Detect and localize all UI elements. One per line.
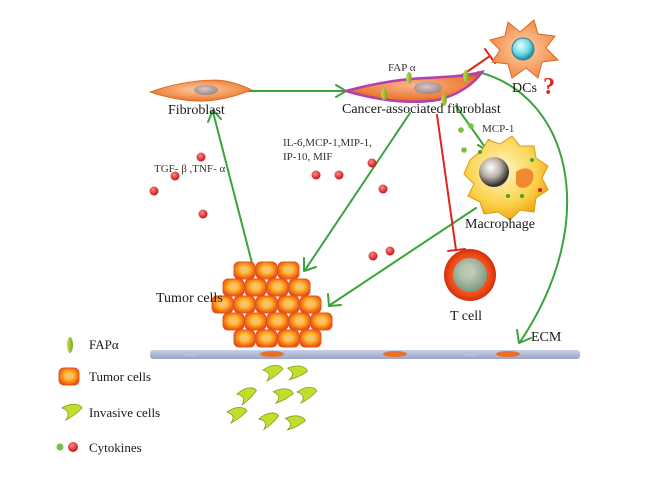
tumor-cell (299, 295, 322, 314)
cytokine-red (334, 170, 344, 180)
tumor-cell (244, 312, 267, 331)
fap-alpha-label: FAP α (388, 62, 416, 74)
tumor-cell (233, 261, 256, 280)
cytokine-red (149, 186, 159, 196)
tumor-cell (233, 329, 256, 348)
fap-alpha-icon (67, 337, 73, 353)
invasive-cell-icon (61, 403, 83, 422)
tumor-cell (288, 312, 311, 331)
caf-label: Cancer-associated fibroblast (342, 102, 501, 117)
tumor-cell (299, 329, 322, 348)
cytokine-red (170, 171, 180, 181)
tumor-cell (277, 261, 300, 280)
invasive-cell (257, 412, 280, 431)
macrophage-label: Macrophage (465, 217, 535, 232)
cytokine-icon (56, 442, 78, 452)
tumor-cell (211, 295, 234, 314)
tumor-cell (244, 278, 267, 297)
legend-tumor-cells-label: Tumor cells (89, 369, 151, 384)
invasive-cell (286, 365, 308, 381)
cancer-associated-fibroblast-cell (341, 70, 485, 106)
fap-alpha-marker (381, 88, 387, 100)
legend-icons (56, 337, 83, 452)
cytokine-red (368, 251, 378, 261)
tumor-cell (266, 278, 289, 297)
tumor-cell (310, 312, 333, 331)
tumor-cells-label: Tumor cells (156, 291, 223, 306)
dendritic-cell (489, 19, 560, 79)
fap-alpha-marker (406, 72, 412, 84)
cytokine-list-line2: IP-10, MIF (283, 151, 333, 163)
tumor-cell (277, 329, 300, 348)
macrophage-cell (463, 135, 549, 221)
fibroblast-cell (148, 79, 254, 102)
dcs-question-mark: ? (543, 74, 555, 100)
t-cell-label: T cell (450, 309, 483, 324)
tumor-cell (255, 295, 278, 314)
tumor-cell (288, 278, 311, 297)
cytokine-red (196, 152, 206, 162)
invasive-cell (296, 386, 318, 405)
arrow-caf-to-tumor (304, 112, 411, 271)
tumor-cell (222, 278, 245, 297)
ecm-band (150, 350, 580, 359)
tumor-cell-cluster (211, 261, 333, 348)
cytokine-red (378, 184, 388, 194)
cytokine-red (198, 209, 208, 219)
invasive-cell (235, 387, 257, 406)
dcs-label: DCs (512, 81, 537, 96)
invasive-cells-group (226, 364, 318, 431)
tumor-cell (255, 261, 278, 280)
cytokine-green (461, 147, 467, 153)
legend-fap-alpha-label: FAPα (89, 337, 119, 352)
tumor-cell (266, 312, 289, 331)
tumor-cell (255, 329, 278, 348)
fap-alpha-marker (463, 70, 469, 82)
invasive-cell (284, 415, 306, 431)
t-cell (444, 249, 496, 301)
invasive-cell (272, 388, 294, 405)
fibroblast-label: Fibroblast (168, 103, 225, 118)
legend-cytokines-label: Cytokines (89, 440, 142, 455)
tumor-cell (233, 295, 256, 314)
ecm-label: ECM (531, 330, 562, 345)
cytokine-red (385, 246, 395, 256)
invasive-cell (226, 406, 248, 425)
inhibit-caf-to-tcell (436, 114, 457, 251)
invasive-cell (262, 364, 284, 383)
mcp1-label: MCP-1 (482, 123, 515, 135)
tgf-tnf-label: TGF- β ,TNF- α (154, 163, 226, 175)
tumor-cell (277, 295, 300, 314)
cytokine-red (367, 158, 377, 168)
arrow-tumor-to-fibroblast (212, 111, 253, 264)
legend-invasive-cells-label: Invasive cells (89, 405, 161, 420)
tumor-cell-icon (58, 367, 80, 386)
cytokine-green (458, 127, 464, 133)
cytokine-green (468, 123, 474, 129)
cytokine-red (311, 170, 321, 180)
tumor-cell (222, 312, 245, 331)
fap-alpha-marker (441, 94, 447, 106)
arrow-caf-to-ecm (477, 71, 569, 343)
cytokine-list-line1: IL-6,MCP-1,MIP-1, (283, 137, 372, 149)
cytokine-group (149, 123, 474, 261)
